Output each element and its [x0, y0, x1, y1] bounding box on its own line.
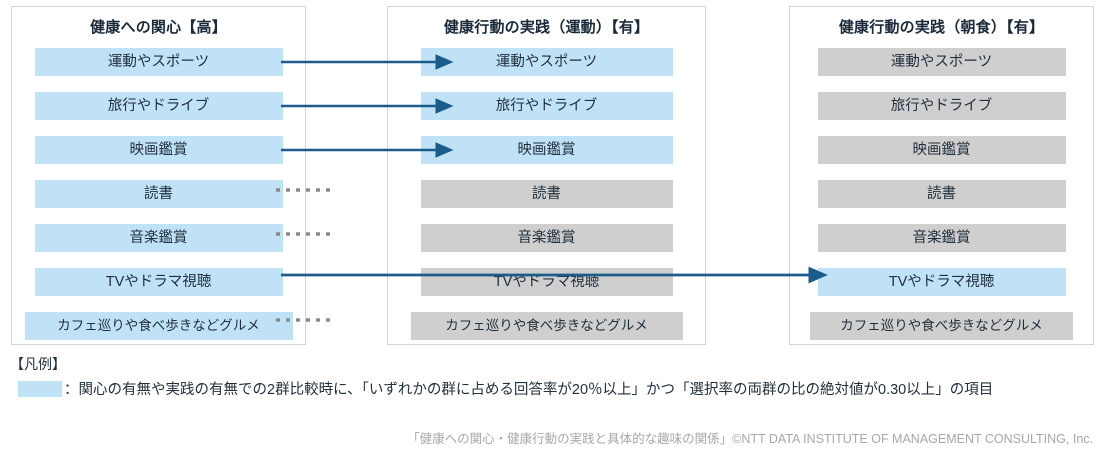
footer-credit: 「健康への関心・健康行動の実践と具体的な趣味の関係」©NTT DATA INST…: [407, 432, 1093, 446]
legend-heading: 【凡例】: [10, 356, 66, 372]
item-exercise: 運動やスポーツ: [817, 48, 1066, 76]
item-tv: TVやドラマ視聴: [420, 268, 673, 296]
legend-description: ：関心の有無や実践の有無での2群比較時に、「いずれかの群に占める回答率が20％以…: [64, 382, 994, 398]
item-reading: 読書: [34, 180, 283, 208]
column-practice-exercise: 健康行動の実践（運動）【有】 運動やスポーツ 旅行やドライブ 映画鑑賞 読書 音…: [387, 6, 706, 345]
item-tv: TVやドラマ視聴: [817, 268, 1066, 296]
item-gourmet: カフェ巡りや食べ歩きなどグルメ: [810, 312, 1073, 340]
column-practice-breakfast: 健康行動の実践（朝食）【有】 運動やスポーツ 旅行やドライブ 映画鑑賞 読書 音…: [789, 6, 1094, 345]
item-movies: 映画鑑賞: [420, 136, 673, 164]
item-list: 運動やスポーツ 旅行やドライブ 映画鑑賞 読書 音楽鑑賞 TVやドラマ視聴 カフ…: [12, 48, 305, 340]
item-gourmet: カフェ巡りや食べ歩きなどグルメ: [24, 312, 293, 340]
legend-swatch: [18, 380, 62, 397]
item-reading: 読書: [817, 180, 1066, 208]
legend: 【凡例】 ：関心の有無や実践の有無での2群比較時に、「いずれかの群に占める回答率…: [6, 354, 1096, 399]
column-interest-high: 健康への関心【高】 運動やスポーツ 旅行やドライブ 映画鑑賞 読書 音楽鑑賞 T…: [11, 6, 306, 345]
item-travel: 旅行やドライブ: [34, 92, 283, 120]
item-list: 運動やスポーツ 旅行やドライブ 映画鑑賞 読書 音楽鑑賞 TVやドラマ視聴 カフ…: [388, 48, 705, 340]
item-music: 音楽鑑賞: [817, 224, 1066, 252]
item-reading: 読書: [420, 180, 673, 208]
item-list: 運動やスポーツ 旅行やドライブ 映画鑑賞 読書 音楽鑑賞 TVやドラマ視聴 カフ…: [790, 48, 1093, 340]
item-gourmet: カフェ巡りや食べ歩きなどグルメ: [410, 312, 683, 340]
item-exercise: 運動やスポーツ: [420, 48, 673, 76]
item-movies: 映画鑑賞: [817, 136, 1066, 164]
column-title: 健康行動の実践（運動）【有】: [443, 19, 650, 36]
item-music: 音楽鑑賞: [34, 224, 283, 252]
item-travel: 旅行やドライブ: [420, 92, 673, 120]
item-tv: TVやドラマ視聴: [34, 268, 283, 296]
item-exercise: 運動やスポーツ: [34, 48, 283, 76]
column-title: 健康行動の実践（朝食）【有】: [838, 19, 1045, 36]
column-title: 健康への関心【高】: [90, 19, 227, 36]
item-movies: 映画鑑賞: [34, 136, 283, 164]
legend-row: ：関心の有無や実践の有無での2群比較時に、「いずれかの群に占める回答率が20％以…: [6, 378, 1096, 399]
item-music: 音楽鑑賞: [420, 224, 673, 252]
item-travel: 旅行やドライブ: [817, 92, 1066, 120]
